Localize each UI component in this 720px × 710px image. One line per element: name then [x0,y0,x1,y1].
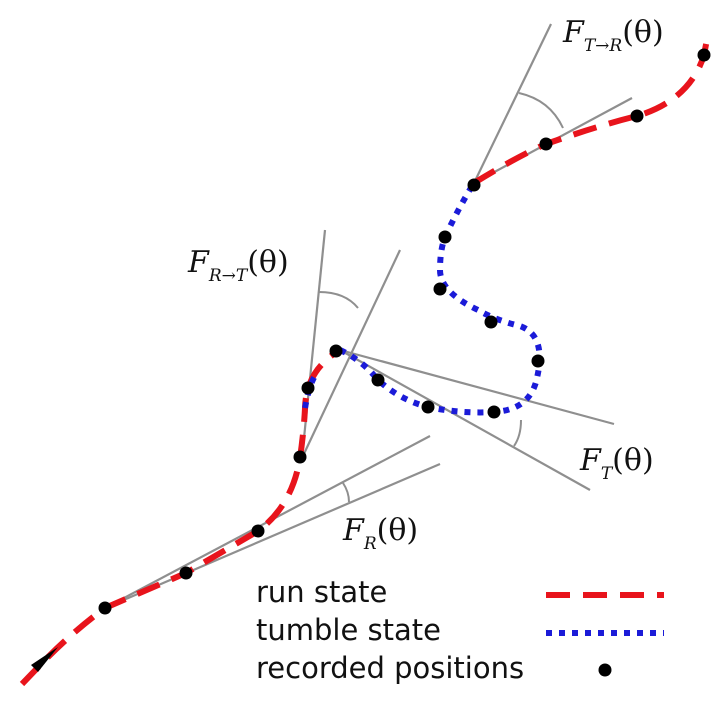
run-path-1 [19,347,342,687]
recorded-point [251,524,265,538]
legend: run state tumble state recorded position… [256,575,664,685]
recorded-point [438,230,452,244]
tangent-line-r-2 [104,462,441,610]
label-sub: T→R [584,36,623,56]
legend-run-label: run state [256,575,387,609]
label-f-t: FT(θ) [579,443,654,484]
tangent-line-t-1 [339,349,591,491]
recorded-point [484,315,498,329]
label-sub: R [363,534,377,554]
tumble-path-1 [338,181,543,416]
angle-arcs [318,92,564,503]
recorded-point [371,373,385,387]
recorded-point [539,137,553,151]
label-base: F [187,245,210,280]
start-arrow-icon [31,647,58,672]
angle-arc-t [513,419,522,447]
label-sub: R→T [208,266,249,286]
recorded-point [329,344,343,358]
recorded-point [98,601,112,615]
legend-recorded-label: recorded positions [256,651,524,685]
recorded-point [433,282,447,296]
label-arg: (θ) [247,245,288,280]
label-base: F [562,15,585,50]
run-path-2 [472,33,711,186]
recorded-point [487,405,501,419]
label-f-r: FR(θ) [342,513,418,554]
angle-arc-r [342,482,350,503]
tangent-line-t-2 [339,348,615,426]
angle-arc-t-to-r [518,92,564,129]
legend-recorded-swatch [598,663,612,677]
recorded-point [531,354,545,368]
recorded-point [630,109,644,123]
label-f-t-to-r: FT→R(θ) [562,15,664,56]
label-base: F [342,513,365,548]
recorded-points [98,48,711,615]
label-sub: T [601,464,614,484]
tangent-line-tr-1 [473,23,552,184]
recorded-point [293,450,307,464]
label-f-r-to-t: FR→T(θ) [187,245,289,286]
tumble-path-2 [302,369,321,409]
recorded-point [301,381,315,395]
angle-arc-r-to-t [318,291,359,309]
recorded-point [421,400,435,414]
recorded-point [697,48,711,62]
tangent-line-rt-1 [300,229,327,459]
legend-tumble-label: tumble state [256,613,441,647]
label-arg: (θ) [622,15,663,50]
label-arg: (θ) [612,443,653,478]
label-arg: (θ) [377,513,418,548]
recorded-point [467,178,481,192]
recorded-point [179,566,193,580]
label-base: F [579,443,602,478]
